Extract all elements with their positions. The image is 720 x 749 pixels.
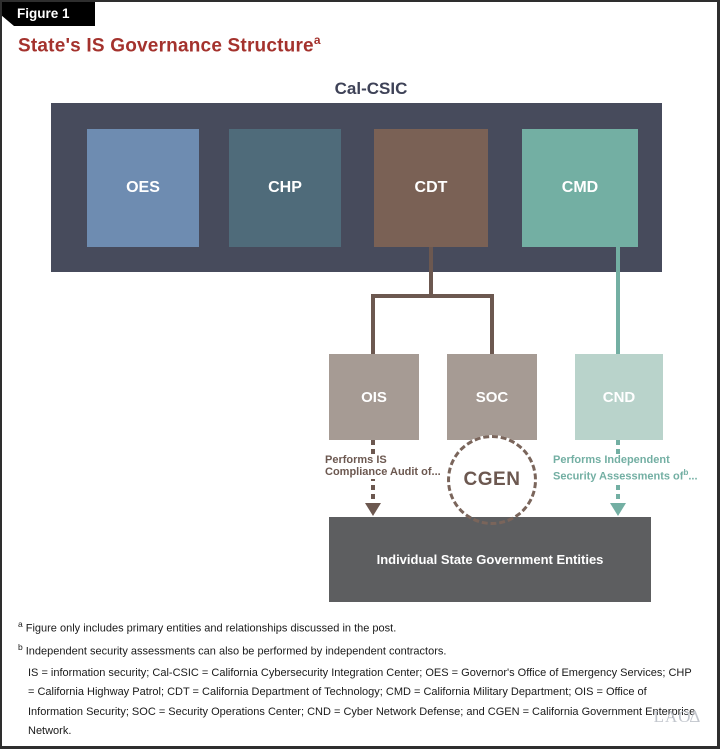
annotation-right-line1: Performs Independent (553, 454, 670, 466)
cdt-connector-crossbar (371, 294, 494, 298)
footnote-a-marker: a (18, 619, 23, 629)
figure-title-superscript: a (313, 33, 321, 47)
cnd-arrow-head-icon (610, 503, 626, 516)
annotation-right-ellipsis: ... (688, 470, 698, 483)
node-oes: OES (87, 129, 199, 247)
lao-logo: LAO∆ (654, 707, 701, 727)
annotation-right-superscript: b (683, 467, 689, 477)
cdt-connector-stem (429, 247, 433, 298)
footnote-b-marker: b (18, 642, 23, 652)
lao-logo-text: LAO (653, 707, 692, 726)
lao-logo-triangle-icon: ∆ (689, 707, 701, 726)
cdt-connector-to-ois (371, 294, 375, 354)
footnote-a-text: Figure only includes primary entities an… (25, 622, 397, 635)
node-ois: OIS (329, 354, 419, 440)
target-box-state-entities: Individual State Government Entities (329, 517, 651, 602)
cmd-connector-to-cnd (616, 247, 620, 354)
annotation-security-assessments: Performs Independent Security Assessment… (551, 454, 700, 484)
cal-csic-label: Cal-CSIC (334, 79, 408, 98)
figure-title-text: State's IS Governance Structure (18, 35, 314, 57)
node-chp: CHP (229, 129, 341, 247)
node-soc: SOC (447, 354, 537, 440)
cgen-node: CGEN (447, 435, 537, 525)
annotation-left-line2: Compliance Audit of... (325, 465, 441, 478)
annotation-left-line1: Performs IS (325, 454, 387, 466)
abbreviation-definitions: IS = information security; Cal-CSIC = Ca… (28, 667, 696, 737)
node-cmd: CMD (522, 129, 638, 247)
node-cnd: CND (575, 354, 663, 440)
cdt-connector-to-soc (490, 294, 494, 354)
annotation-compliance-audit: Performs IS Compliance Audit of... (323, 454, 443, 479)
node-cdt: CDT (374, 129, 488, 247)
figure-title: State's IS Governance Structurea (18, 33, 321, 57)
footnote-b-text: Independent security assessments can als… (25, 645, 447, 658)
ois-arrow-head-icon (365, 503, 381, 516)
annotation-right-line2: Security Assessments of (553, 470, 684, 483)
figure-number-tab: Figure 1 (2, 2, 95, 26)
